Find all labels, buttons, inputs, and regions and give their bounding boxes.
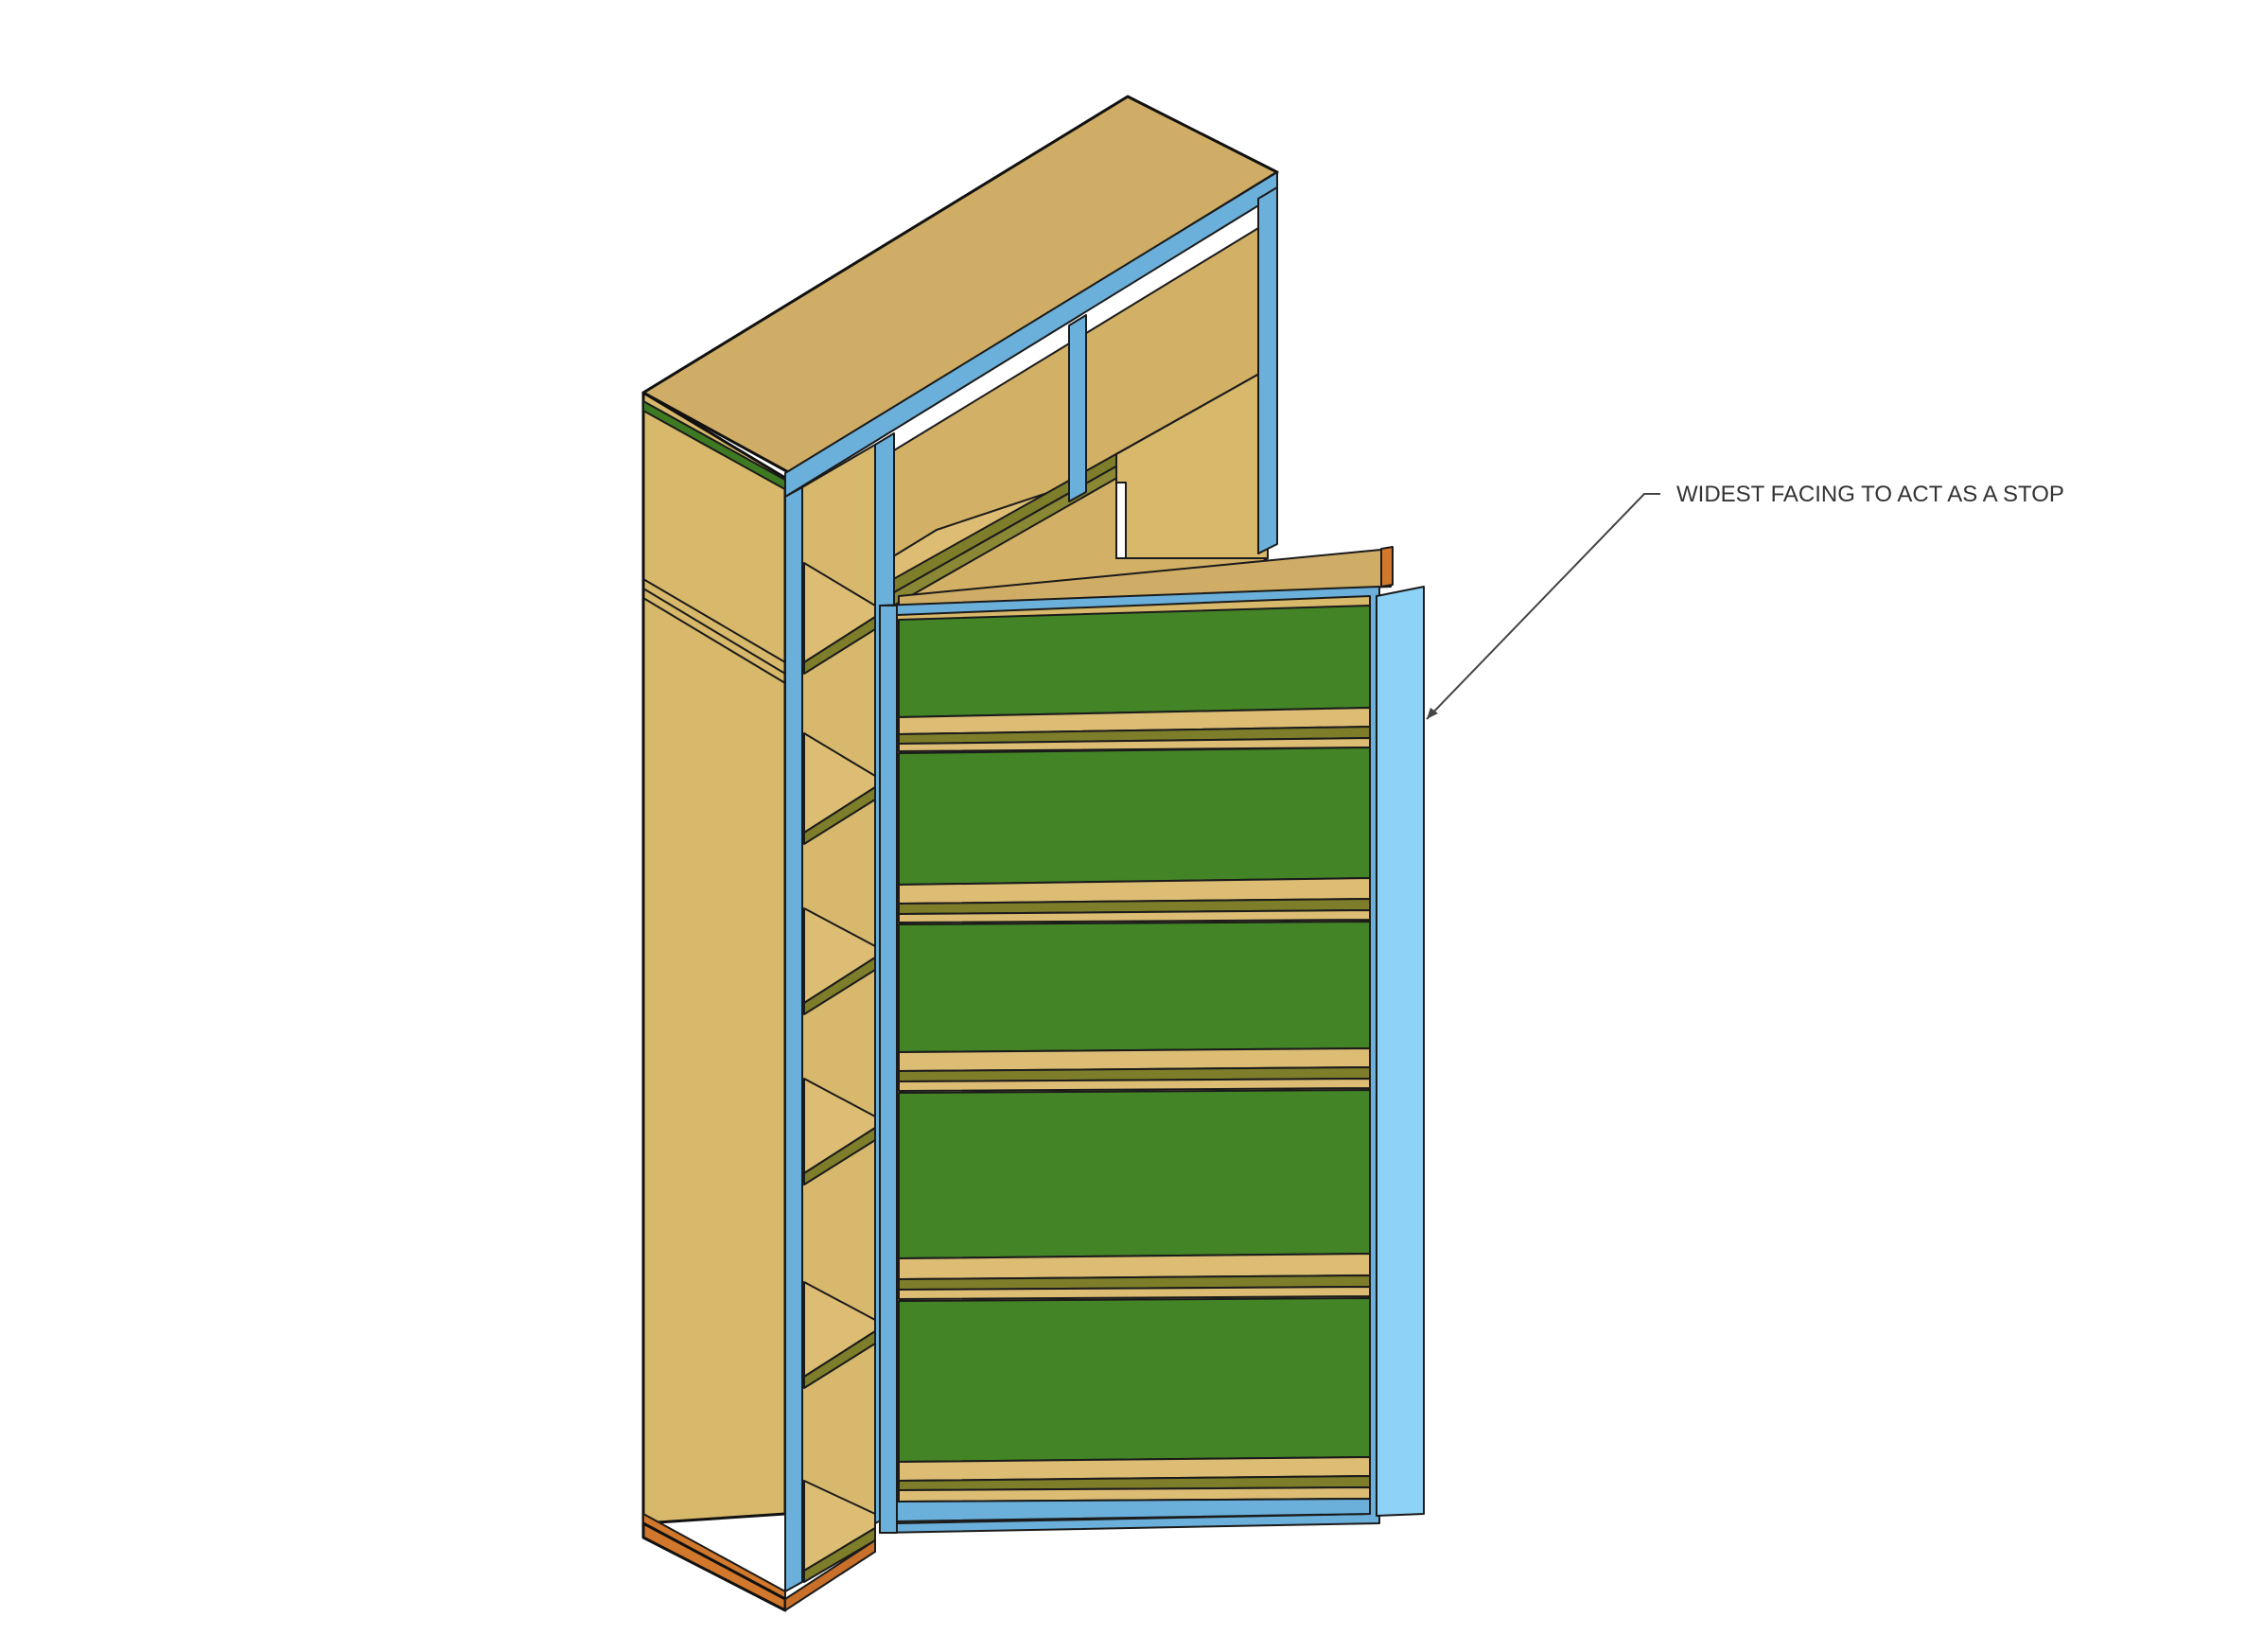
panel-seam bbox=[642, 578, 786, 663]
back-panel bbox=[898, 1297, 1371, 1463]
face-stile-right bbox=[1257, 186, 1278, 554]
callout-label: WIDEST FACING TO ACT AS A STOP bbox=[1676, 482, 2064, 507]
base-kick bbox=[641, 1521, 787, 1612]
opening-gap bbox=[1115, 482, 1127, 559]
door-back-panels bbox=[898, 605, 1371, 1503]
stop-facing bbox=[1376, 586, 1425, 1517]
panel-seam bbox=[642, 588, 786, 675]
callout-arrowhead bbox=[1427, 708, 1438, 719]
panel-seam bbox=[642, 597, 786, 684]
face-stile-mid2 bbox=[1068, 314, 1087, 502]
back-panel bbox=[898, 605, 1371, 718]
left-column-shelves bbox=[803, 562, 876, 1583]
side-panel-left bbox=[641, 391, 787, 1525]
callout-leader bbox=[1426, 493, 1660, 720]
door-bottom-rail bbox=[896, 1498, 1371, 1522]
door-bookcase bbox=[879, 546, 1425, 1534]
door-stile-left bbox=[879, 605, 898, 1534]
back-panel bbox=[898, 747, 1371, 886]
callout: WIDEST FACING TO ACT AS A STOP bbox=[1426, 482, 2064, 720]
back-panel bbox=[898, 1089, 1371, 1259]
base-front bbox=[784, 1539, 876, 1611]
door-top-edge bbox=[1380, 546, 1394, 588]
back-panel bbox=[898, 921, 1371, 1053]
face-stile-left bbox=[784, 486, 803, 1592]
